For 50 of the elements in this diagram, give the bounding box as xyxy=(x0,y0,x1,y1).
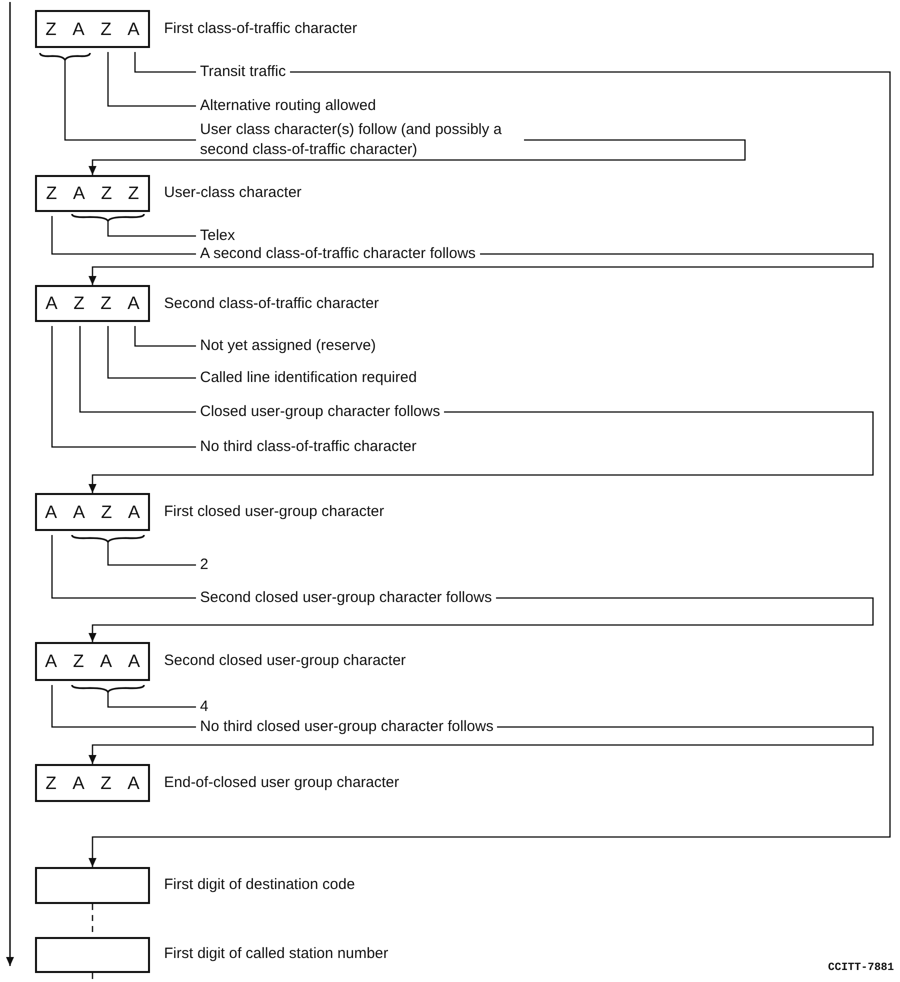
leader-text: 4 xyxy=(200,697,208,717)
arrow xyxy=(88,411,874,493)
leader-line xyxy=(107,326,196,379)
leader-text: Called line identification required xyxy=(200,368,417,388)
leader-line xyxy=(51,535,196,599)
arrow xyxy=(88,139,746,175)
character-box xyxy=(35,937,150,973)
leader-line xyxy=(107,543,196,566)
leader-text: Second closed user-group character follows xyxy=(200,588,492,608)
leader-line xyxy=(79,326,196,413)
arrow xyxy=(88,71,891,867)
arrow xyxy=(88,253,874,285)
leader-line xyxy=(107,692,196,708)
character-box: ZAZA xyxy=(35,764,150,802)
character-box: AZZA xyxy=(35,285,150,322)
leader-text: No third class-of-traffic character xyxy=(200,437,416,457)
character-box: AAZA xyxy=(35,493,150,531)
leader-line xyxy=(107,222,196,237)
leader-text: A second class-of-traffic character follows xyxy=(200,244,476,264)
description-text: First class-of-traffic character xyxy=(164,19,358,39)
leader-line xyxy=(64,61,196,141)
description-text: First digit of destination code xyxy=(164,875,355,895)
leader-text: Not yet assigned (reserve) xyxy=(200,336,376,356)
description-text: First digit of called station number xyxy=(164,944,388,964)
character-box: ZAZA xyxy=(35,10,150,48)
leader-line xyxy=(134,326,196,347)
connector-line xyxy=(92,973,94,982)
leader-text: No third closed user-group character follows xyxy=(200,717,494,737)
arrow xyxy=(88,726,874,764)
leader-text: Transit traffic xyxy=(200,62,286,82)
reference-number: CCITT-7881 xyxy=(828,962,894,974)
leader-line xyxy=(51,326,196,448)
description-text: Second class-of-traffic character xyxy=(164,294,379,314)
leader-line xyxy=(134,52,196,73)
leader-line xyxy=(107,52,196,107)
description-text: User-class character xyxy=(164,183,302,203)
leader-line xyxy=(51,216,196,255)
leader-text: 2 xyxy=(200,555,208,575)
character-box: ZAZZ xyxy=(35,175,150,212)
leader-text: User class character(s) follow (and possibly a second class-of-traffic character) xyxy=(200,120,520,160)
leader-text: Telex xyxy=(200,226,236,246)
description-text: Second closed user-group character xyxy=(164,651,406,671)
character-box xyxy=(35,867,150,904)
arrow xyxy=(88,597,874,642)
description-text: First closed user-group character xyxy=(164,502,384,522)
leader-text: Alternative routing allowed xyxy=(200,96,376,116)
leader-text: Closed user-group character follows xyxy=(200,402,440,422)
character-box: AZAA xyxy=(35,642,150,681)
description-text: End-of-closed user group character xyxy=(164,773,400,793)
leader-line xyxy=(51,685,196,728)
